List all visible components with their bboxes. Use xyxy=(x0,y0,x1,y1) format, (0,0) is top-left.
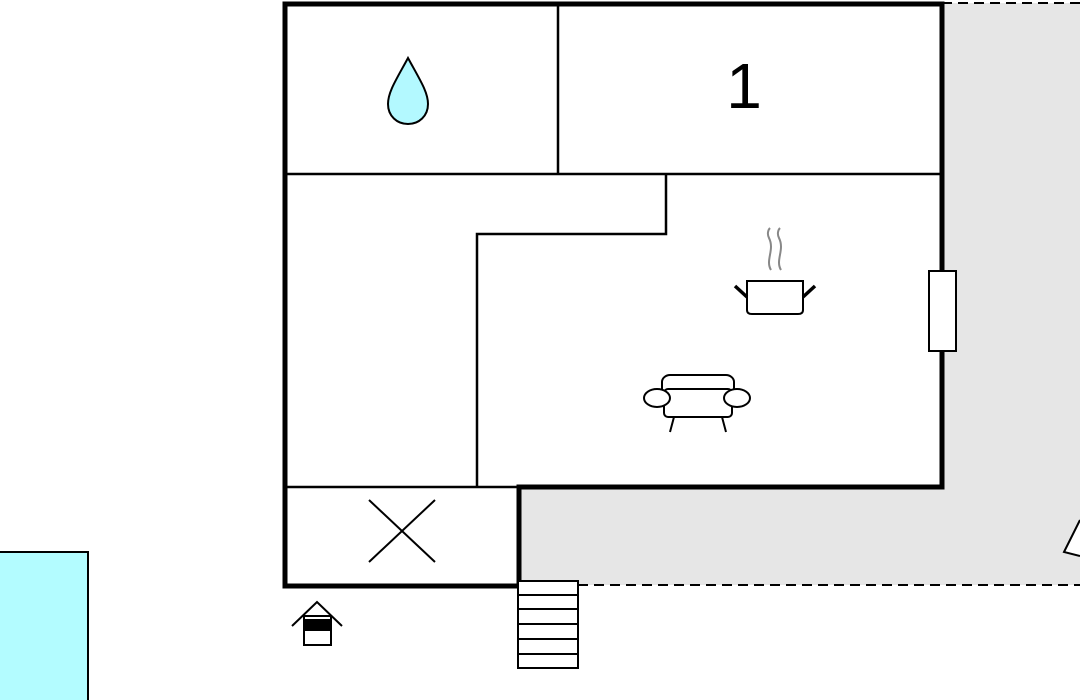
sofa-arm-right xyxy=(723,388,751,408)
terrace-area xyxy=(520,3,1080,585)
steam-line-right xyxy=(776,227,782,271)
pot-handle-right xyxy=(801,284,817,299)
wall-hallway-living xyxy=(475,174,668,487)
interior-walls xyxy=(285,4,942,489)
bathroom xyxy=(386,55,430,126)
sofa-leg-left xyxy=(669,416,675,433)
cross-icon xyxy=(368,499,436,563)
storage xyxy=(368,499,436,563)
pot-handle-left xyxy=(733,284,749,299)
bedroom: 1 xyxy=(726,50,762,122)
cooking-pot-icon xyxy=(733,227,817,315)
water-drop-icon xyxy=(386,55,430,126)
stairs xyxy=(517,580,579,669)
window xyxy=(928,270,957,352)
sofa-icon xyxy=(643,374,751,433)
sofa-leg-right xyxy=(721,416,727,433)
entrance-door xyxy=(303,619,332,631)
sofa-back xyxy=(661,374,735,390)
sofa-arm-left xyxy=(643,388,671,408)
pot-body xyxy=(746,280,804,315)
steam-line-left xyxy=(766,227,772,271)
pool xyxy=(0,551,89,700)
bedroom-number: 1 xyxy=(726,50,762,122)
entrance-roof xyxy=(291,600,343,627)
living-kitchen xyxy=(643,227,817,433)
terrace-edge-fragment xyxy=(1062,519,1080,557)
terrace xyxy=(520,2,1080,586)
house-entrance-icon xyxy=(291,600,343,646)
sofa-seat xyxy=(663,388,733,418)
